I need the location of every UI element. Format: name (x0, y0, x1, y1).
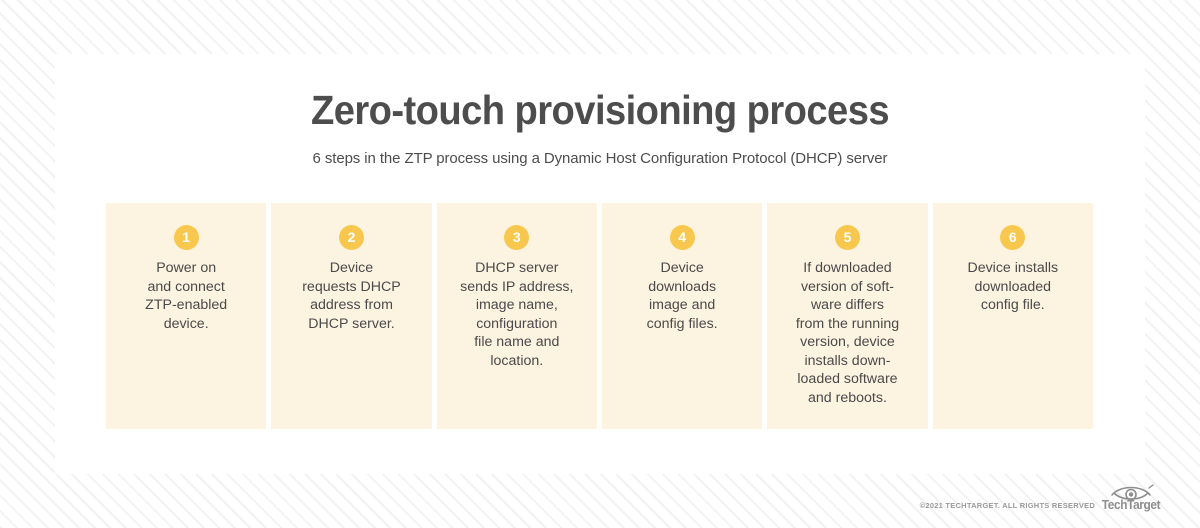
step-badge-6: 6 (1000, 225, 1026, 250)
techtarget-wordmark: TechTarget (1101, 498, 1161, 512)
step-panel-6: 6 Device installs downloaded config file… (932, 203, 1093, 429)
step-panel-5: 5 If downloaded version of soft- ware di… (767, 203, 928, 429)
step-text-4: Device downloads image and config files. (646, 260, 718, 332)
step-panel-2: 2 Device requests DHCP address from DHCP… (271, 203, 432, 429)
techtarget-logo: TechTarget (1100, 478, 1162, 518)
step-text-2: Device requests DHCP address from DHCP s… (302, 260, 401, 332)
step-badge-2: 2 (338, 225, 364, 250)
step-text-3: DHCP server sends IP address, image name… (460, 260, 574, 369)
eye-icon (1111, 484, 1154, 501)
step-panel-4: 4 Device downloads image and config file… (601, 203, 763, 429)
step-panel-1: 1 Power on and connect ZTP-enabled devic… (106, 203, 267, 429)
steps-row: 1 Power on and connect ZTP-enabled devic… (106, 203, 1093, 429)
copyright-notice: ©2021 TECHTARGET. ALL RIGHTS RESERVED (919, 501, 1095, 510)
content-card: Zero-touch provisioning process 6 steps … (55, 54, 1145, 474)
step-badge-5: 5 (834, 225, 860, 250)
step-badge-3: 3 (504, 225, 530, 250)
page-title: Zero-touch provisioning process (310, 87, 890, 133)
step-badge-4: 4 (669, 225, 695, 250)
step-text-6: Device installs downloaded config file. (967, 260, 1059, 313)
footer: ©2021 TECHTARGET. ALL RIGHTS RESERVED Te… (0, 484, 1200, 528)
step-text-1: Power on and connect ZTP-enabled device. (145, 260, 228, 332)
page-subtitle: 6 steps in the ZTP process using a Dynam… (312, 150, 888, 167)
step-badge-1: 1 (173, 225, 199, 250)
step-panel-3: 3 DHCP server sends IP address, image na… (436, 203, 597, 429)
step-text-5: If downloaded version of soft- ware diff… (795, 260, 900, 406)
